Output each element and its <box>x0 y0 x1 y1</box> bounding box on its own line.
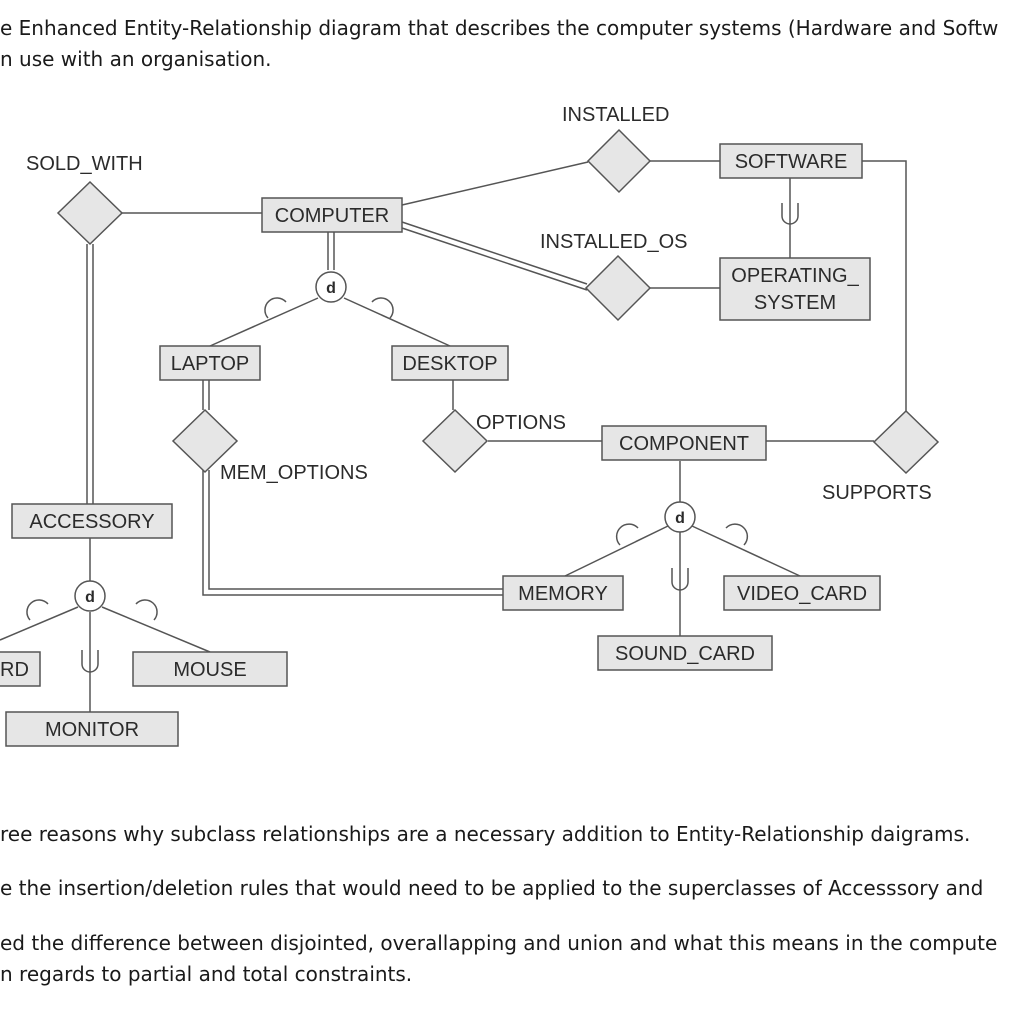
entity-operating-system: OPERATING_ SYSTEM <box>719 257 871 321</box>
entity-video-card: VIDEO_CARD <box>723 575 881 611</box>
relationship-installed <box>586 128 652 194</box>
entity-monitor-label: MONITOR <box>45 719 139 741</box>
entity-accessory-label: ACCESSORY <box>29 511 154 533</box>
relationship-supports <box>872 409 940 475</box>
label-installed-os: INSTALLED_OS <box>540 231 687 253</box>
entity-monitor: MONITOR <box>5 711 179 747</box>
entity-mouse-label: MOUSE <box>173 659 246 681</box>
disjoint-symbol-computer: d <box>326 280 336 297</box>
question-3-line-1: ed the difference between disjointed, ov… <box>0 931 998 955</box>
entity-desktop-label: DESKTOP <box>402 353 497 375</box>
relationship-installed-os <box>584 254 652 322</box>
relationship-mem-options <box>171 408 239 474</box>
label-installed: INSTALLED <box>562 104 669 126</box>
label-sold-with: SOLD_WITH <box>26 153 143 175</box>
relationship-options <box>421 408 489 474</box>
entity-computer-label: COMPUTER <box>275 205 389 227</box>
entity-accessory: ACCESSORY <box>11 503 173 539</box>
eer-diagram: SOLD_WITH INSTALLED INSTALLED_OS OPTIONS… <box>0 104 940 747</box>
question-3-line-2: n regards to partial and total constrain… <box>0 962 413 986</box>
disjoint-symbol-accessory: d <box>85 589 95 606</box>
specialization-accessory: d <box>74 580 106 612</box>
entity-laptop: LAPTOP <box>159 345 261 381</box>
label-supports: SUPPORTS <box>822 482 932 504</box>
entity-memory-label: MEMORY <box>518 583 608 605</box>
relationship-sold-with <box>56 180 124 246</box>
entity-computer: COMPUTER <box>261 197 403 233</box>
specialization-computer: d <box>315 271 347 303</box>
entity-component-label: COMPONENT <box>619 433 749 455</box>
entity-laptop-label: LAPTOP <box>171 353 250 375</box>
entity-software: SOFTWARE <box>719 143 863 179</box>
entity-desktop: DESKTOP <box>391 345 509 381</box>
entity-software-label: SOFTWARE <box>735 151 848 173</box>
entity-keyboard-partial-label: RD <box>0 659 29 681</box>
entity-video-card-label: VIDEO_CARD <box>737 583 867 605</box>
entity-operating-system-label-2: SYSTEM <box>754 292 836 314</box>
subset-symbols <box>26 203 799 673</box>
entity-keyboard-partial: RD <box>0 651 41 687</box>
entity-sound-card-label: SOUND_CARD <box>615 643 755 665</box>
question-1-text: ree reasons why subclass relationships a… <box>0 822 971 846</box>
entity-operating-system-label-1: OPERATING_ <box>731 265 859 287</box>
label-options: OPTIONS <box>476 412 566 434</box>
entity-sound-card: SOUND_CARD <box>597 635 773 671</box>
connector-lines <box>0 160 907 712</box>
label-mem-options: MEM_OPTIONS <box>220 462 368 484</box>
entity-memory: MEMORY <box>502 575 624 611</box>
entity-mouse: MOUSE <box>132 651 288 687</box>
intro-line-1: e Enhanced Entity-Relationship diagram t… <box>0 16 999 40</box>
intro-line-2: n use with an organisation. <box>0 47 272 71</box>
question-2-text: e the insertion/deletion rules that woul… <box>0 876 984 900</box>
specialization-component: d <box>664 501 696 533</box>
disjoint-symbol-component: d <box>675 510 685 527</box>
entity-component: COMPONENT <box>601 425 767 461</box>
